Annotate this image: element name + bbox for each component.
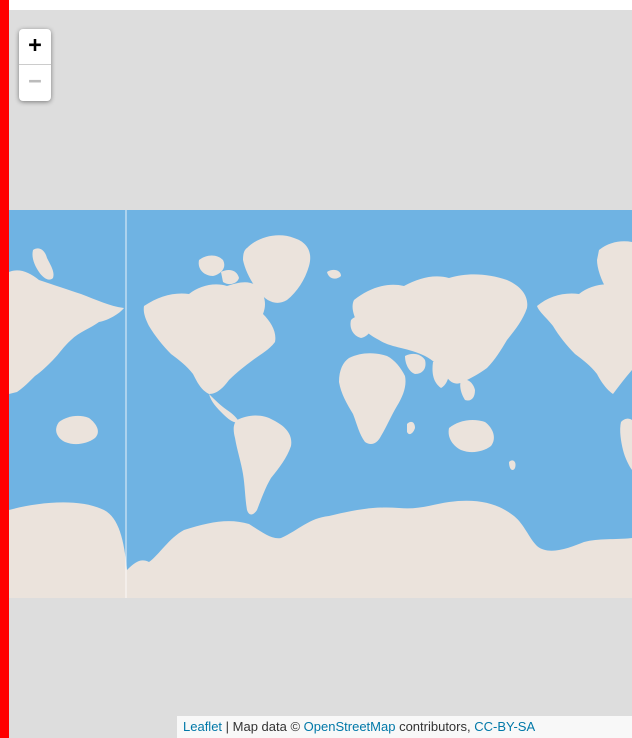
land-south-america-right bbox=[620, 418, 632, 470]
map-container[interactable]: + − Leaflet | Map data © OpenStreetMap c… bbox=[9, 10, 632, 738]
land-antarctica bbox=[9, 502, 127, 598]
zoom-control: + − bbox=[19, 29, 51, 101]
land-central-america bbox=[209, 394, 239, 423]
red-frame-border bbox=[0, 0, 9, 738]
land-india bbox=[432, 361, 449, 388]
land-arctic-islands bbox=[198, 255, 225, 276]
land-iceland bbox=[327, 269, 341, 279]
attribution-contributors-text: contributors, bbox=[395, 719, 475, 734]
top-strip bbox=[9, 0, 632, 10]
land-asia-left bbox=[9, 270, 124, 394]
land-asia-left bbox=[32, 248, 54, 280]
land-australia bbox=[448, 420, 494, 453]
land-antarctica bbox=[127, 500, 632, 598]
land-africa bbox=[339, 353, 406, 444]
land-eurasia bbox=[352, 274, 528, 384]
land-new-zealand bbox=[509, 460, 516, 470]
land-australia-left bbox=[56, 415, 98, 445]
map-tiles[interactable] bbox=[9, 10, 632, 738]
land-madagascar bbox=[407, 421, 415, 435]
leaflet-link[interactable]: Leaflet bbox=[183, 719, 223, 734]
license-link[interactable]: CC-BY-SA bbox=[474, 719, 536, 734]
land-greenland bbox=[243, 235, 311, 303]
zoom-out-button[interactable]: − bbox=[28, 69, 42, 94]
land-greenland-right bbox=[597, 241, 632, 302]
land-southeast-asia bbox=[460, 379, 475, 401]
zoom-in-button[interactable]: + bbox=[19, 29, 51, 65]
attribution-map-data-text: Map data © bbox=[232, 719, 304, 734]
attribution-bar: Leaflet | Map data © OpenStreetMap contr… bbox=[177, 716, 632, 738]
land-north-america-right bbox=[537, 284, 632, 394]
land-arctic-islands bbox=[221, 270, 239, 285]
land-europe bbox=[350, 315, 371, 338]
land-north-america bbox=[143, 282, 276, 394]
attribution-separator: | bbox=[222, 719, 233, 734]
land-arabia bbox=[405, 353, 426, 374]
land-south-america bbox=[233, 415, 292, 515]
land-japan-left bbox=[59, 331, 67, 345]
openstreetmap-link[interactable]: OpenStreetMap bbox=[303, 719, 396, 734]
